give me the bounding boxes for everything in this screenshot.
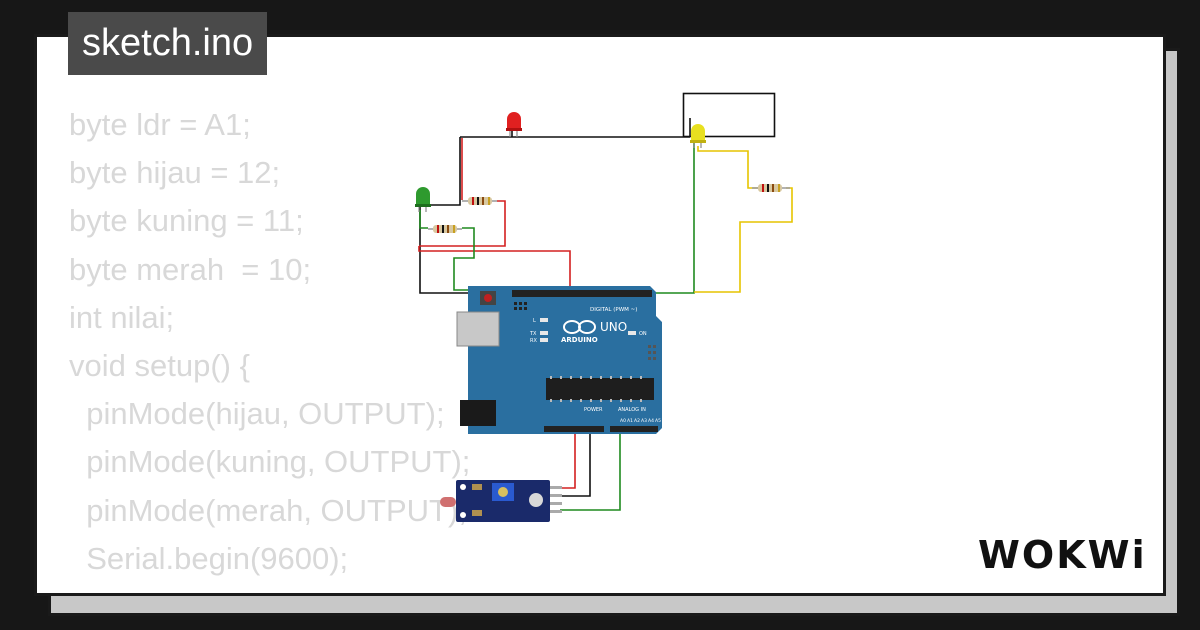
- code-line: byte ldr = A1;: [69, 107, 251, 142]
- code-line: pinMode(hijau, OUTPUT);: [69, 396, 445, 432]
- chip-pins: [550, 376, 642, 402]
- wire-sensor-ao: [560, 432, 621, 511]
- file-name-tag: sketch.ino: [68, 12, 268, 75]
- analog-pin-label: A3: [641, 418, 647, 424]
- ldr-sensor-module: [440, 480, 562, 522]
- code-line: int nilai;: [69, 299, 175, 335]
- board-brand: ARDUINO: [561, 336, 598, 344]
- wire-black-left: [419, 205, 470, 294]
- icsp-right-header: [648, 345, 656, 360]
- analog-pin-label: A5: [655, 418, 661, 424]
- led-green: [415, 187, 431, 212]
- power-label: POWER: [584, 407, 603, 413]
- code-line: byte merah = 10;: [69, 251, 312, 287]
- icsp-header: [514, 302, 527, 310]
- wire-green-to-pin12: [590, 140, 695, 294]
- indicator-tx: TX: [529, 331, 537, 337]
- analog-pin-label: A2: [634, 418, 640, 424]
- indicator-on-led: [628, 331, 636, 335]
- board-model: UNO: [600, 320, 627, 334]
- wires: [418, 118, 793, 511]
- analog-header: [610, 426, 658, 432]
- code-line: byte kuning = 11;: [69, 203, 304, 239]
- analog-pin-label: A1: [627, 418, 633, 424]
- atmega-chip: [546, 378, 654, 400]
- wire-black-link: [420, 137, 461, 206]
- analog-label: ANALOG IN: [618, 407, 646, 413]
- wire-sensor-vcc: [560, 432, 576, 489]
- arduino-uno-board: DIGITAL (PWM ~) UNO ARDUINO L TX RX ON: [456, 286, 662, 434]
- arduino-infinity-icon: [563, 320, 596, 334]
- reset-button: [484, 294, 492, 302]
- wire-yellow-led: [697, 146, 758, 189]
- code-block: byte ldr = A1; byte hijau = 12; byte kunin…: [69, 101, 470, 583]
- wire-red-to-pin10: [418, 246, 571, 295]
- indicator-rx-led: [540, 338, 548, 342]
- indicator-tx-led: [540, 331, 548, 335]
- power-header: [544, 426, 604, 432]
- wokwi-wordmark: WOKWi: [978, 533, 1147, 577]
- indicator-l: L: [533, 318, 536, 324]
- indicator-l-led: [540, 318, 548, 322]
- analog-pin-label: A4: [648, 418, 654, 424]
- code-line: byte hijau = 12;: [69, 155, 281, 191]
- indicator-led: [529, 493, 543, 507]
- resistor-green: [428, 225, 462, 233]
- wire-green-resistor: [453, 227, 475, 291]
- digital-header: [512, 290, 652, 297]
- code-line: Serial.begin(9600);: [69, 540, 349, 576]
- resistor-red: [462, 197, 497, 205]
- led-yellow: [690, 124, 706, 148]
- code-line: void setup() {: [69, 348, 250, 384]
- resistor-yellow: [752, 184, 790, 192]
- empty-frame: [682, 92, 776, 138]
- photoresistor: [440, 497, 456, 507]
- power-jack: [460, 400, 496, 426]
- analog-pin-label: A0: [620, 418, 626, 424]
- wire-green-led: [419, 210, 428, 229]
- wokwi-logo: WOKWi: [978, 533, 1147, 577]
- wire-sensor-gnd: [560, 432, 591, 497]
- wire-yellow-to-pin11: [694, 187, 793, 293]
- code-line: pinMode(kuning, OUTPUT);: [69, 444, 471, 480]
- usb-port: [456, 311, 500, 347]
- led-red: [506, 112, 522, 137]
- wire-red-resistor: [419, 200, 506, 247]
- digital-label: DIGITAL (PWM ~): [590, 307, 637, 313]
- indicator-on: ON: [639, 331, 647, 337]
- indicator-rx: RX: [530, 338, 537, 344]
